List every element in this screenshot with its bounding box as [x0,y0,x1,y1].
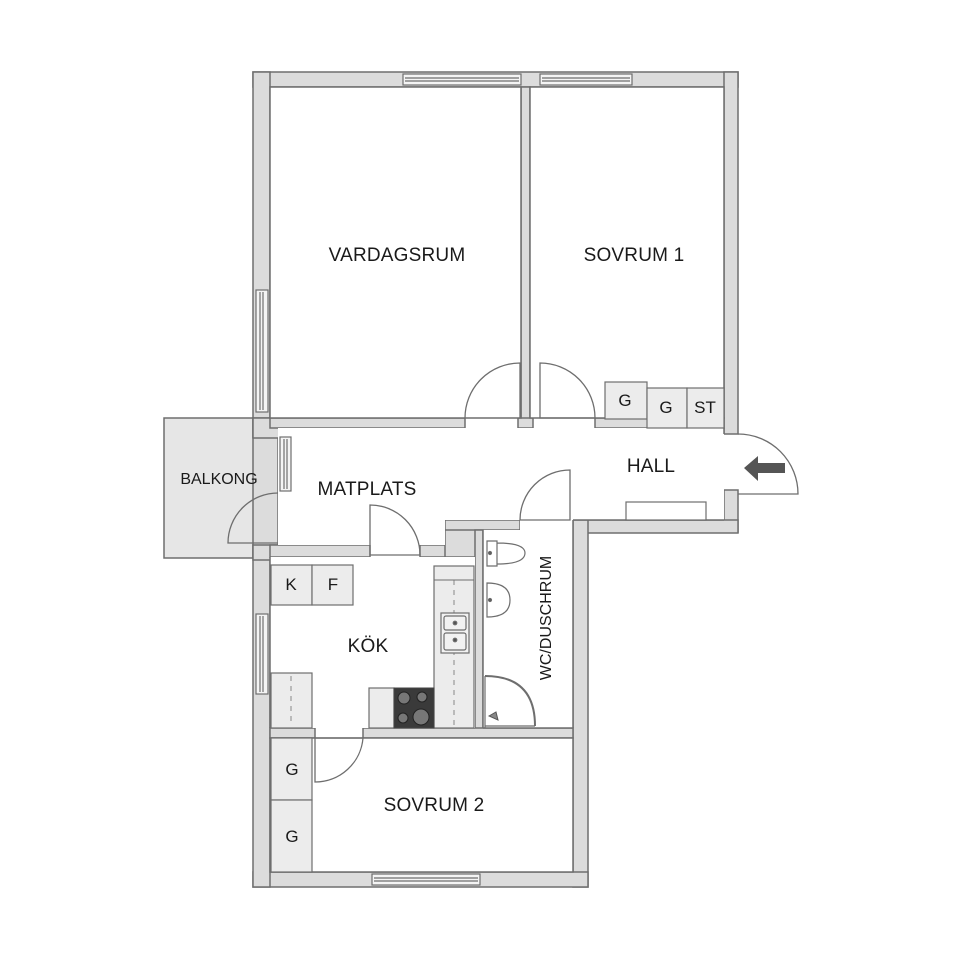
fixture-label-sovrum2-wardrobe-2: G [285,827,299,846]
room-label-matplats: MATPLATS [317,479,417,500]
door-entrance [737,433,799,495]
room-label-kok: KÖK [347,636,389,657]
hall-bench [625,501,707,521]
room-label-wc: WC/DUSCHRUM [538,555,555,681]
washbasin [486,582,511,618]
room-vardagsrum [269,86,522,419]
room-sovrum1 [529,86,725,419]
room-label-hall: HALL [626,456,676,477]
storage-hall [686,387,725,429]
window-sovrum1-top [539,73,633,86]
wardrobe-hall-2 [646,387,688,429]
stove [393,687,435,729]
room-sovrum2 [269,737,574,873]
window-vardagsrum-top [402,73,522,86]
toilet [486,540,526,567]
window-kok [255,613,269,695]
door-vardagsrum [464,362,521,419]
wall-right-wc [572,519,589,888]
room-label-vardagsrum: VARDAGSRUM [328,245,466,266]
room-label-balkong: BALKONG [180,471,258,488]
wall-stub-center [517,417,534,429]
freezer [311,564,354,606]
wall-kitchen-sovrum2-right [362,727,574,739]
room-label-sovrum1: SOVRUM 1 [583,245,685,266]
wall-hall-bottom [572,519,739,534]
window-matplats [279,436,292,492]
wardrobe-sovrum2-1 [270,737,313,801]
wall-left-lower [252,544,271,888]
entrance-arrow-icon [744,456,785,481]
wardrobe-hall-1 [604,381,648,420]
wall-kitchen-sovrum2-left [269,727,316,739]
wardrobe-sovrum2-2 [270,799,313,873]
kitchen-sink [440,612,470,654]
wall-vardag-sovrum1 [520,86,531,428]
wall-left-matplats [252,417,279,559]
wall-kitchen-wc [474,529,484,731]
fridge [270,564,313,606]
fixture-label-hall-wardrobe-2: G [659,398,673,417]
wall-right-upper [723,71,739,435]
balcony-floor [163,417,257,559]
window-sovrum2-bottom [371,873,481,886]
door-sovrum2 [314,737,364,783]
room-label-sovrum2: SOVRUM 2 [383,795,485,816]
fixture-label-hall-wardrobe-1: G [618,391,632,410]
door-sovrum1 [539,362,596,419]
wall-matplats-bottom-left [269,544,371,558]
door-kok [369,504,421,556]
wall-wc-top [444,519,521,531]
counter-stove-side [368,687,395,729]
fixture-label-hall-storage: ST [694,398,716,417]
door-wc [519,469,571,521]
shower [484,675,536,727]
fixture-label-freezer: F [327,575,339,594]
wall-vardag-bottom [269,417,466,429]
door-balkong [227,492,279,544]
window-vardagsrum-left [255,289,269,413]
fixture-label-sovrum2-wardrobe-1: G [285,760,299,779]
fixture-label-fridge: K [285,575,297,594]
